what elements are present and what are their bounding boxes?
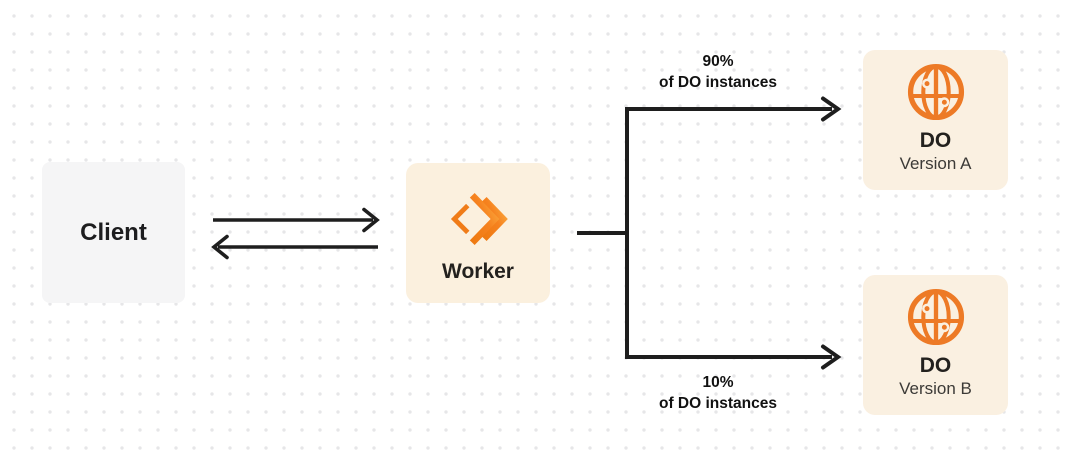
arrowhead-to-version-a: [821, 96, 842, 122]
do-version-a-node: DO Version A: [863, 50, 1008, 190]
arrow-client-to-worker: [213, 207, 380, 233]
route-percent: 10%: [702, 374, 734, 391]
client-label: Client: [80, 218, 147, 246]
workers-chevrons-icon: [446, 187, 510, 251]
route-label-90-percent: 90% of DO instances: [598, 51, 838, 93]
route-caption: of DO instances: [659, 74, 777, 91]
route-label-10-percent: 10% of DO instances: [598, 372, 838, 414]
do-b-subtitle: Version B: [899, 379, 972, 398]
worker-label: Worker: [442, 259, 514, 283]
route-percent: 90%: [702, 53, 734, 70]
route-caption: of DO instances: [659, 395, 777, 412]
globe-icon: [905, 286, 967, 348]
do-a-subtitle: Version A: [899, 154, 972, 173]
arrow-worker-to-client: [211, 234, 378, 260]
do-b-title: DO: [919, 354, 952, 377]
arrowhead-to-version-b: [821, 344, 842, 370]
do-a-title: DO: [919, 129, 952, 152]
globe-icon: [905, 61, 967, 123]
client-node: Client: [42, 162, 185, 303]
branch-connector: [577, 96, 842, 370]
worker-node: Worker: [406, 163, 550, 303]
do-version-b-node: DO Version B: [863, 275, 1008, 415]
